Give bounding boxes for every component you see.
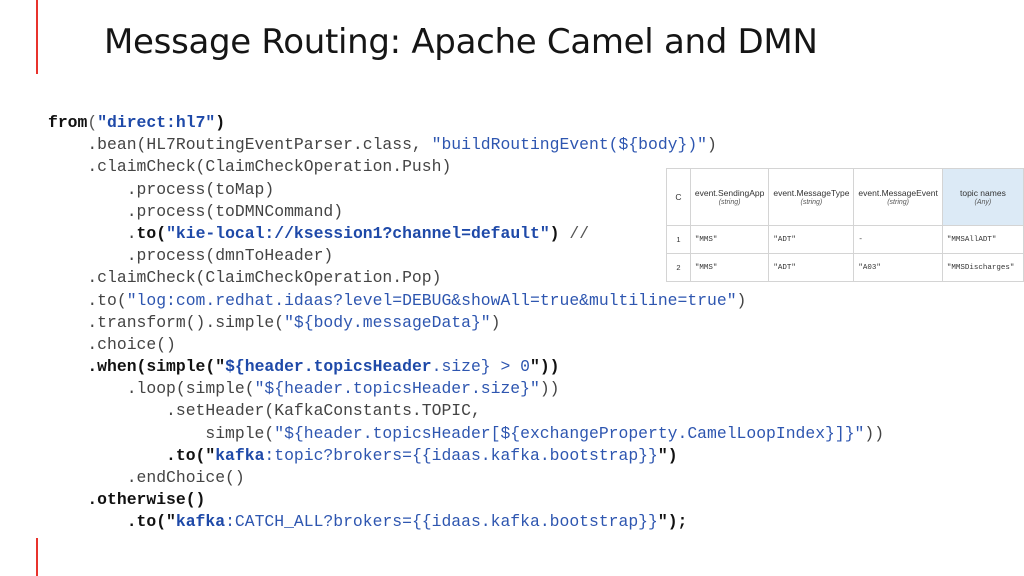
table-cell: "ADT" — [768, 225, 855, 254]
table-cell: "ADT" — [768, 253, 855, 282]
code-line: from("direct:hl7") — [48, 113, 226, 132]
table-header-row: C event.SendingApp(string) event.Message… — [666, 168, 1024, 226]
row-index: 1 — [666, 225, 691, 254]
code-line: .otherwise() — [48, 490, 206, 510]
table-cell: "MMSDischarges" — [941, 253, 1024, 282]
code-line: .setHeader(KafkaConstants.TOPIC, — [48, 401, 481, 421]
code-line: .process(toMap) — [48, 179, 275, 199]
accent-line-bottom — [36, 538, 38, 576]
column-header: event.MessageEvent(string) — [853, 168, 943, 226]
table-row: 2 "MMS" "ADT" "A03" "MMSDischarges" — [666, 253, 1024, 282]
code-line: .to("kie-local://ksession1?channel=defau… — [48, 223, 590, 243]
code-line: .endChoice() — [48, 468, 245, 487]
column-header: event.SendingApp(string) — [689, 168, 770, 226]
hit-policy-cell: C — [666, 168, 691, 226]
code-line: .to("kafka:CATCH_ALL?brokers={{idaas.kaf… — [48, 512, 688, 532]
dmn-decision-table: C event.SendingApp(string) event.Message… — [666, 168, 1024, 282]
table-row: 1 "MMS" "ADT" - "MMSAllADT" — [666, 225, 1024, 254]
code-line: .process(dmnToHeader) — [48, 246, 334, 266]
code-line: .to("kafka:topic?brokers={{idaas.kafka.b… — [48, 445, 678, 465]
column-header: event.MessageType(string) — [768, 168, 855, 226]
code-line: .claimCheck(ClaimCheckOperation.Push) — [48, 157, 452, 177]
table-cell: "MMS" — [689, 225, 770, 254]
camel-route-code: from("direct:hl7") .bean(HL7RoutingEvent… — [48, 112, 884, 534]
table-cell: - — [853, 225, 943, 254]
code-line: .to("log:com.redhat.idaas?level=DEBUG&sh… — [48, 290, 747, 310]
table-cell: "A03" — [853, 253, 943, 282]
code-line: .loop(simple("${header.topicsHeader.size… — [48, 379, 560, 399]
slide-title: Message Routing: Apache Camel and DMN — [104, 22, 818, 62]
output-column-header: topic names(Any) — [941, 168, 1024, 226]
dmn-table: C event.SendingApp(string) event.Message… — [666, 168, 1024, 282]
code-line: simple("${header.topicsHeader[${exchange… — [48, 423, 885, 443]
table-cell: "MMS" — [689, 253, 770, 282]
accent-line-top — [36, 0, 38, 74]
code-line: .process(toDMNCommand) — [48, 201, 344, 221]
code-line: .when(simple("${header.topicsHeader.size… — [48, 357, 560, 377]
code-line: .choice() — [48, 334, 176, 354]
table-cell: "MMSAllADT" — [941, 225, 1024, 254]
code-line: .bean(HL7RoutingEventParser.class, "buil… — [48, 135, 717, 155]
code-line: .transform().simple("${body.messageData}… — [48, 312, 501, 332]
code-line: .claimCheck(ClaimCheckOperation.Pop) — [48, 268, 442, 288]
row-index: 2 — [666, 253, 691, 282]
